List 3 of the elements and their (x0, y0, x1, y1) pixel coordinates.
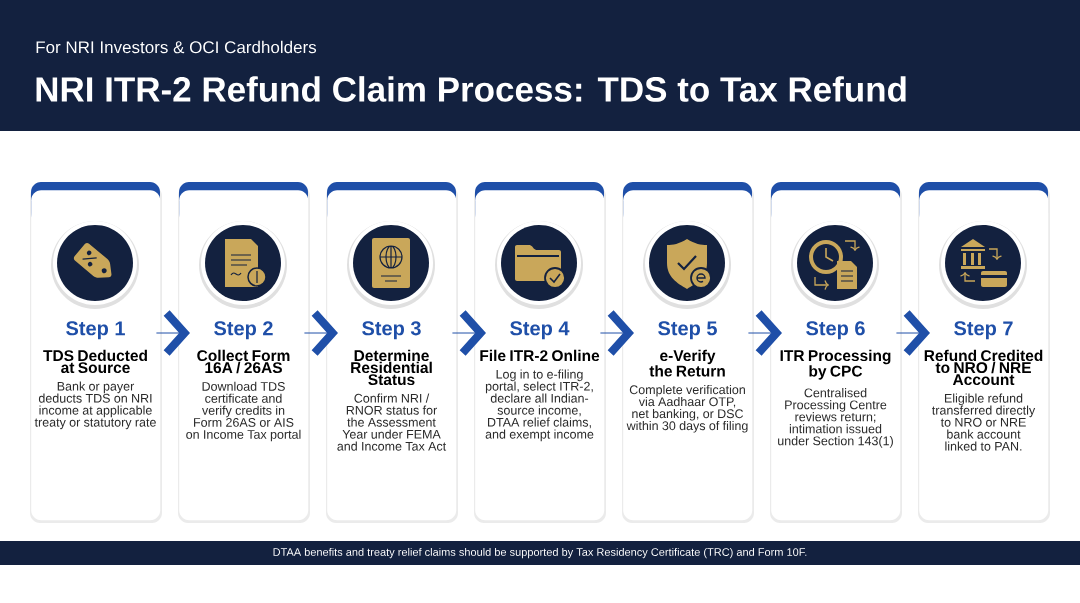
subtitle: For NRI Investors & OCI Cardholders (36, 40, 317, 54)
title: NRI ITR-2 Refund Claim Process: TDS to Tax Refund (36, 76, 906, 102)
note-bar: DTAA benefits and treaty relief claims should be supported by Tax Residency Certificate (TRC) and Form 10F. (0, 541, 1080, 565)
